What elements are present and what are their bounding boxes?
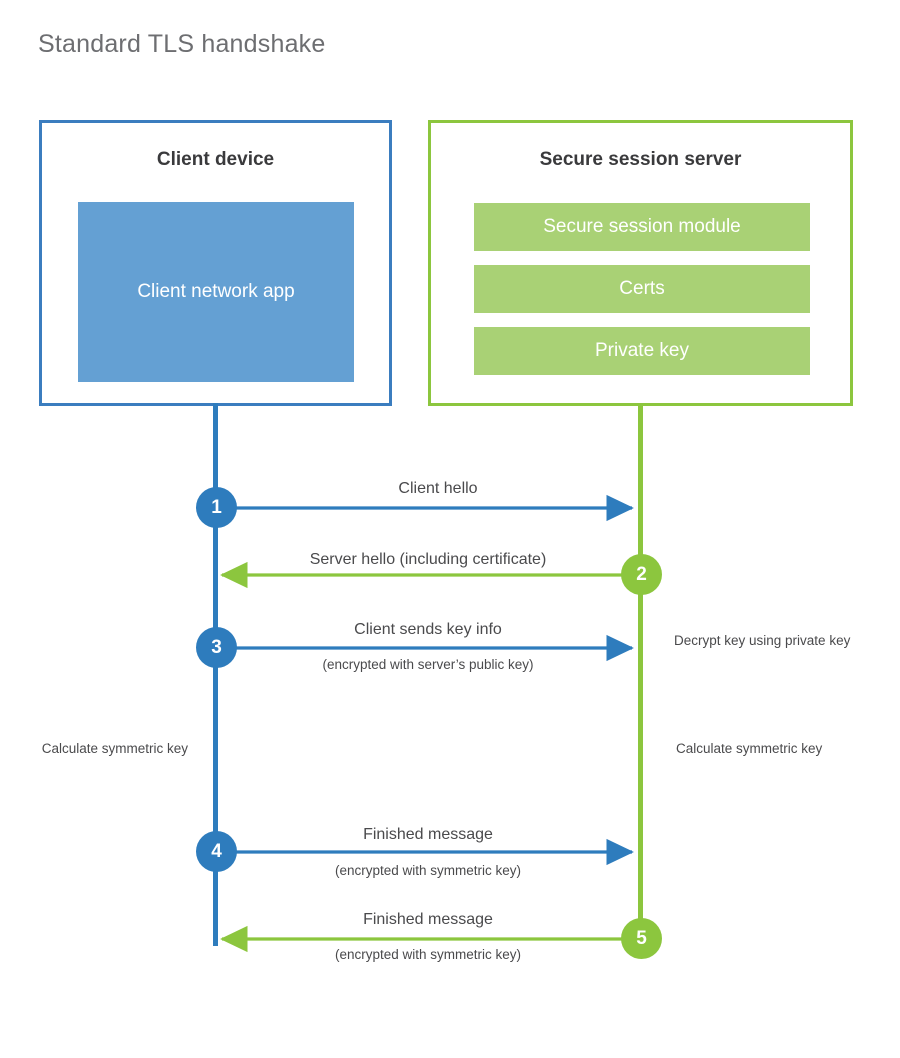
client-device-title: Client device bbox=[156, 149, 275, 170]
client-network-app-block: Client network app bbox=[78, 202, 354, 382]
step-marker-3[interactable]: 3 bbox=[196, 627, 237, 668]
client-device-panel: Client device Client network app bbox=[39, 120, 392, 406]
secure-session-server-panel: Secure session server Secure session mod… bbox=[428, 120, 853, 406]
message-label-5: Finished message bbox=[363, 911, 493, 928]
page-title: Standard TLS handshake bbox=[38, 30, 326, 58]
annotation-client-calculate-symmetric-key: Calculate symmetric key bbox=[41, 741, 188, 756]
step-marker-2[interactable]: 2 bbox=[621, 554, 662, 595]
step-marker-5[interactable]: 5 bbox=[621, 918, 662, 959]
server-lifeline bbox=[638, 403, 643, 940]
step-marker-1[interactable]: 1 bbox=[196, 487, 237, 528]
client-lifeline bbox=[213, 403, 218, 946]
secure-session-server-title: Secure session server bbox=[539, 149, 742, 170]
message-sublabel-5: (encrypted with symmetric key) bbox=[334, 947, 522, 962]
message-label-2: Server hello (including certificate) bbox=[309, 551, 547, 568]
message-sublabel-4: (encrypted with symmetric key) bbox=[334, 863, 522, 878]
annotation-decrypt-key: Decrypt key using private key bbox=[674, 633, 851, 648]
server-component-private-key: Private key bbox=[474, 327, 810, 375]
message-label-1: Client hello bbox=[398, 480, 478, 497]
server-component-secure-session-module: Secure session module bbox=[474, 203, 810, 251]
message-sublabel-3: (encrypted with server’s public key) bbox=[322, 657, 534, 672]
server-component-certs: Certs bbox=[474, 265, 810, 313]
step-marker-4[interactable]: 4 bbox=[196, 831, 237, 872]
message-label-4: Finished message bbox=[363, 826, 493, 843]
message-label-3: Client sends key info bbox=[354, 621, 502, 638]
annotation-server-calculate-symmetric-key: Calculate symmetric key bbox=[676, 741, 823, 756]
